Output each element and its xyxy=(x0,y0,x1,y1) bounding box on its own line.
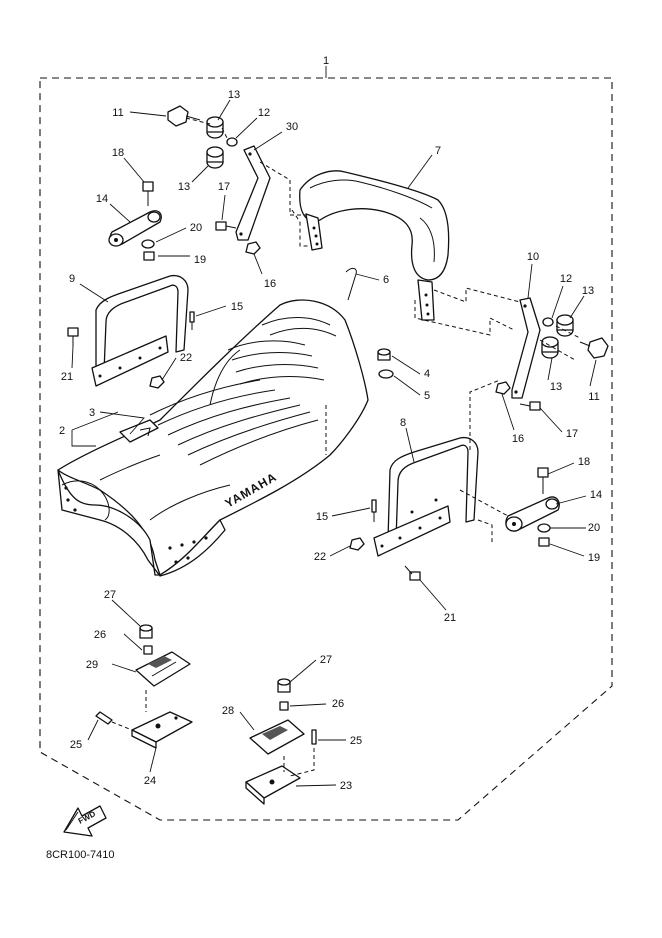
callout-25-left: 25 xyxy=(70,739,82,751)
callout-21-left: 21 xyxy=(61,371,73,383)
callout-27-left: 27 xyxy=(104,589,116,601)
callout-1: 1 xyxy=(323,55,329,67)
callout-17-right: 17 xyxy=(566,428,578,440)
callout-26-left: 26 xyxy=(94,629,106,641)
latch-plate-24 xyxy=(131,711,193,749)
bolt-17-left xyxy=(215,221,237,231)
screw-15-left xyxy=(189,311,195,330)
callout-25-right: 25 xyxy=(350,735,362,747)
callout-2: 2 xyxy=(59,425,65,437)
knob-right xyxy=(579,337,609,359)
clip-6 xyxy=(345,267,357,301)
callout-6: 6 xyxy=(383,274,389,286)
callout-29: 29 xyxy=(86,659,98,671)
washer-5 xyxy=(378,369,394,379)
callout-13-right-upper: 13 xyxy=(582,285,594,297)
callout-14-right: 14 xyxy=(590,489,602,501)
callout-10: 10 xyxy=(527,251,539,263)
nut-16-right xyxy=(495,381,511,395)
screw-25-left xyxy=(95,711,113,725)
nut-22-right xyxy=(349,537,365,551)
knob-left xyxy=(167,105,201,127)
nut-4 xyxy=(377,348,391,361)
callout-27-right: 27 xyxy=(320,654,332,666)
fitting-right xyxy=(505,496,560,532)
callout-16-left: 16 xyxy=(264,278,276,290)
callout-3: 3 xyxy=(89,407,95,419)
callout-23: 23 xyxy=(340,780,352,792)
callout-5: 5 xyxy=(424,390,430,402)
callout-20-left: 20 xyxy=(190,222,202,234)
callout-28: 28 xyxy=(222,705,234,717)
bolt-18-left xyxy=(142,181,154,206)
callout-15-right: 15 xyxy=(316,511,328,523)
callout-7: 7 xyxy=(435,145,441,157)
callout-11-right: 11 xyxy=(588,391,599,403)
callout-19-left: 19 xyxy=(194,254,206,266)
callout-18-left: 18 xyxy=(112,147,124,159)
collar-right-lower xyxy=(541,336,559,359)
bolt-26-right xyxy=(279,701,289,711)
callout-17-left: 17 xyxy=(218,181,230,193)
callout-20-right: 20 xyxy=(588,522,600,534)
callout-24: 24 xyxy=(144,775,156,787)
callout-12-left: 12 xyxy=(258,107,270,119)
bolt-21-left xyxy=(67,327,79,346)
nut-19-left xyxy=(143,251,155,261)
callout-15-left: 15 xyxy=(231,301,243,313)
callout-22-right: 22 xyxy=(314,551,326,563)
callout-14-left: 14 xyxy=(96,193,108,205)
washer-right xyxy=(542,317,554,327)
latch-plate-23 xyxy=(245,765,301,805)
bolt-17-right xyxy=(519,401,541,411)
screw-25-right xyxy=(311,729,317,745)
callout-numbers: 1 11 13 12 30 18 13 17 7 14 20 19 16 6 9… xyxy=(59,55,602,792)
callout-12-right: 12 xyxy=(560,273,572,285)
callout-22-left: 22 xyxy=(180,352,192,364)
callout-11-left: 11 xyxy=(112,107,123,119)
backrest xyxy=(299,170,450,321)
callout-30: 30 xyxy=(286,121,298,133)
washer-20-left xyxy=(141,239,155,249)
callout-26-right: 26 xyxy=(332,698,344,710)
callout-13-lower-left: 13 xyxy=(178,181,190,193)
diagram-code: 8CR100-7410 xyxy=(46,849,115,861)
callout-13-upper: 13 xyxy=(228,89,240,101)
grip-bar-right xyxy=(373,436,479,557)
cover-28 xyxy=(249,719,305,755)
right-stay xyxy=(511,297,541,399)
leader-lines xyxy=(71,66,597,787)
callout-4: 4 xyxy=(424,368,430,380)
nut-27-left xyxy=(139,624,153,639)
washer-20-right xyxy=(537,523,551,533)
collar-upper xyxy=(206,116,224,139)
nut-16-left xyxy=(245,241,261,255)
nut-22-left xyxy=(149,375,165,389)
assembly-boundary xyxy=(39,77,613,821)
grip-bar-left xyxy=(91,274,189,387)
bolt-26-left xyxy=(143,645,153,655)
callout-13-right-lower: 13 xyxy=(550,381,562,393)
callout-21-right: 21 xyxy=(444,612,456,624)
nut-19-right xyxy=(538,537,550,547)
left-stay xyxy=(235,145,271,241)
bolt-21-right xyxy=(404,565,421,581)
callout-16-right: 16 xyxy=(512,433,524,445)
screw-15-right xyxy=(371,499,377,522)
seat xyxy=(57,299,369,577)
washer-upper-left xyxy=(226,137,238,147)
cover-29 xyxy=(135,651,191,687)
callout-9: 9 xyxy=(69,273,75,285)
collar-lower xyxy=(206,146,224,169)
callout-19-right: 19 xyxy=(588,552,600,564)
bolt-18-right xyxy=(537,467,549,494)
callout-18-right: 18 xyxy=(578,456,590,468)
callout-8: 8 xyxy=(400,417,406,429)
fitting-left xyxy=(108,210,162,247)
nut-27-right xyxy=(277,678,291,693)
fwd-arrow-icon xyxy=(63,805,107,837)
